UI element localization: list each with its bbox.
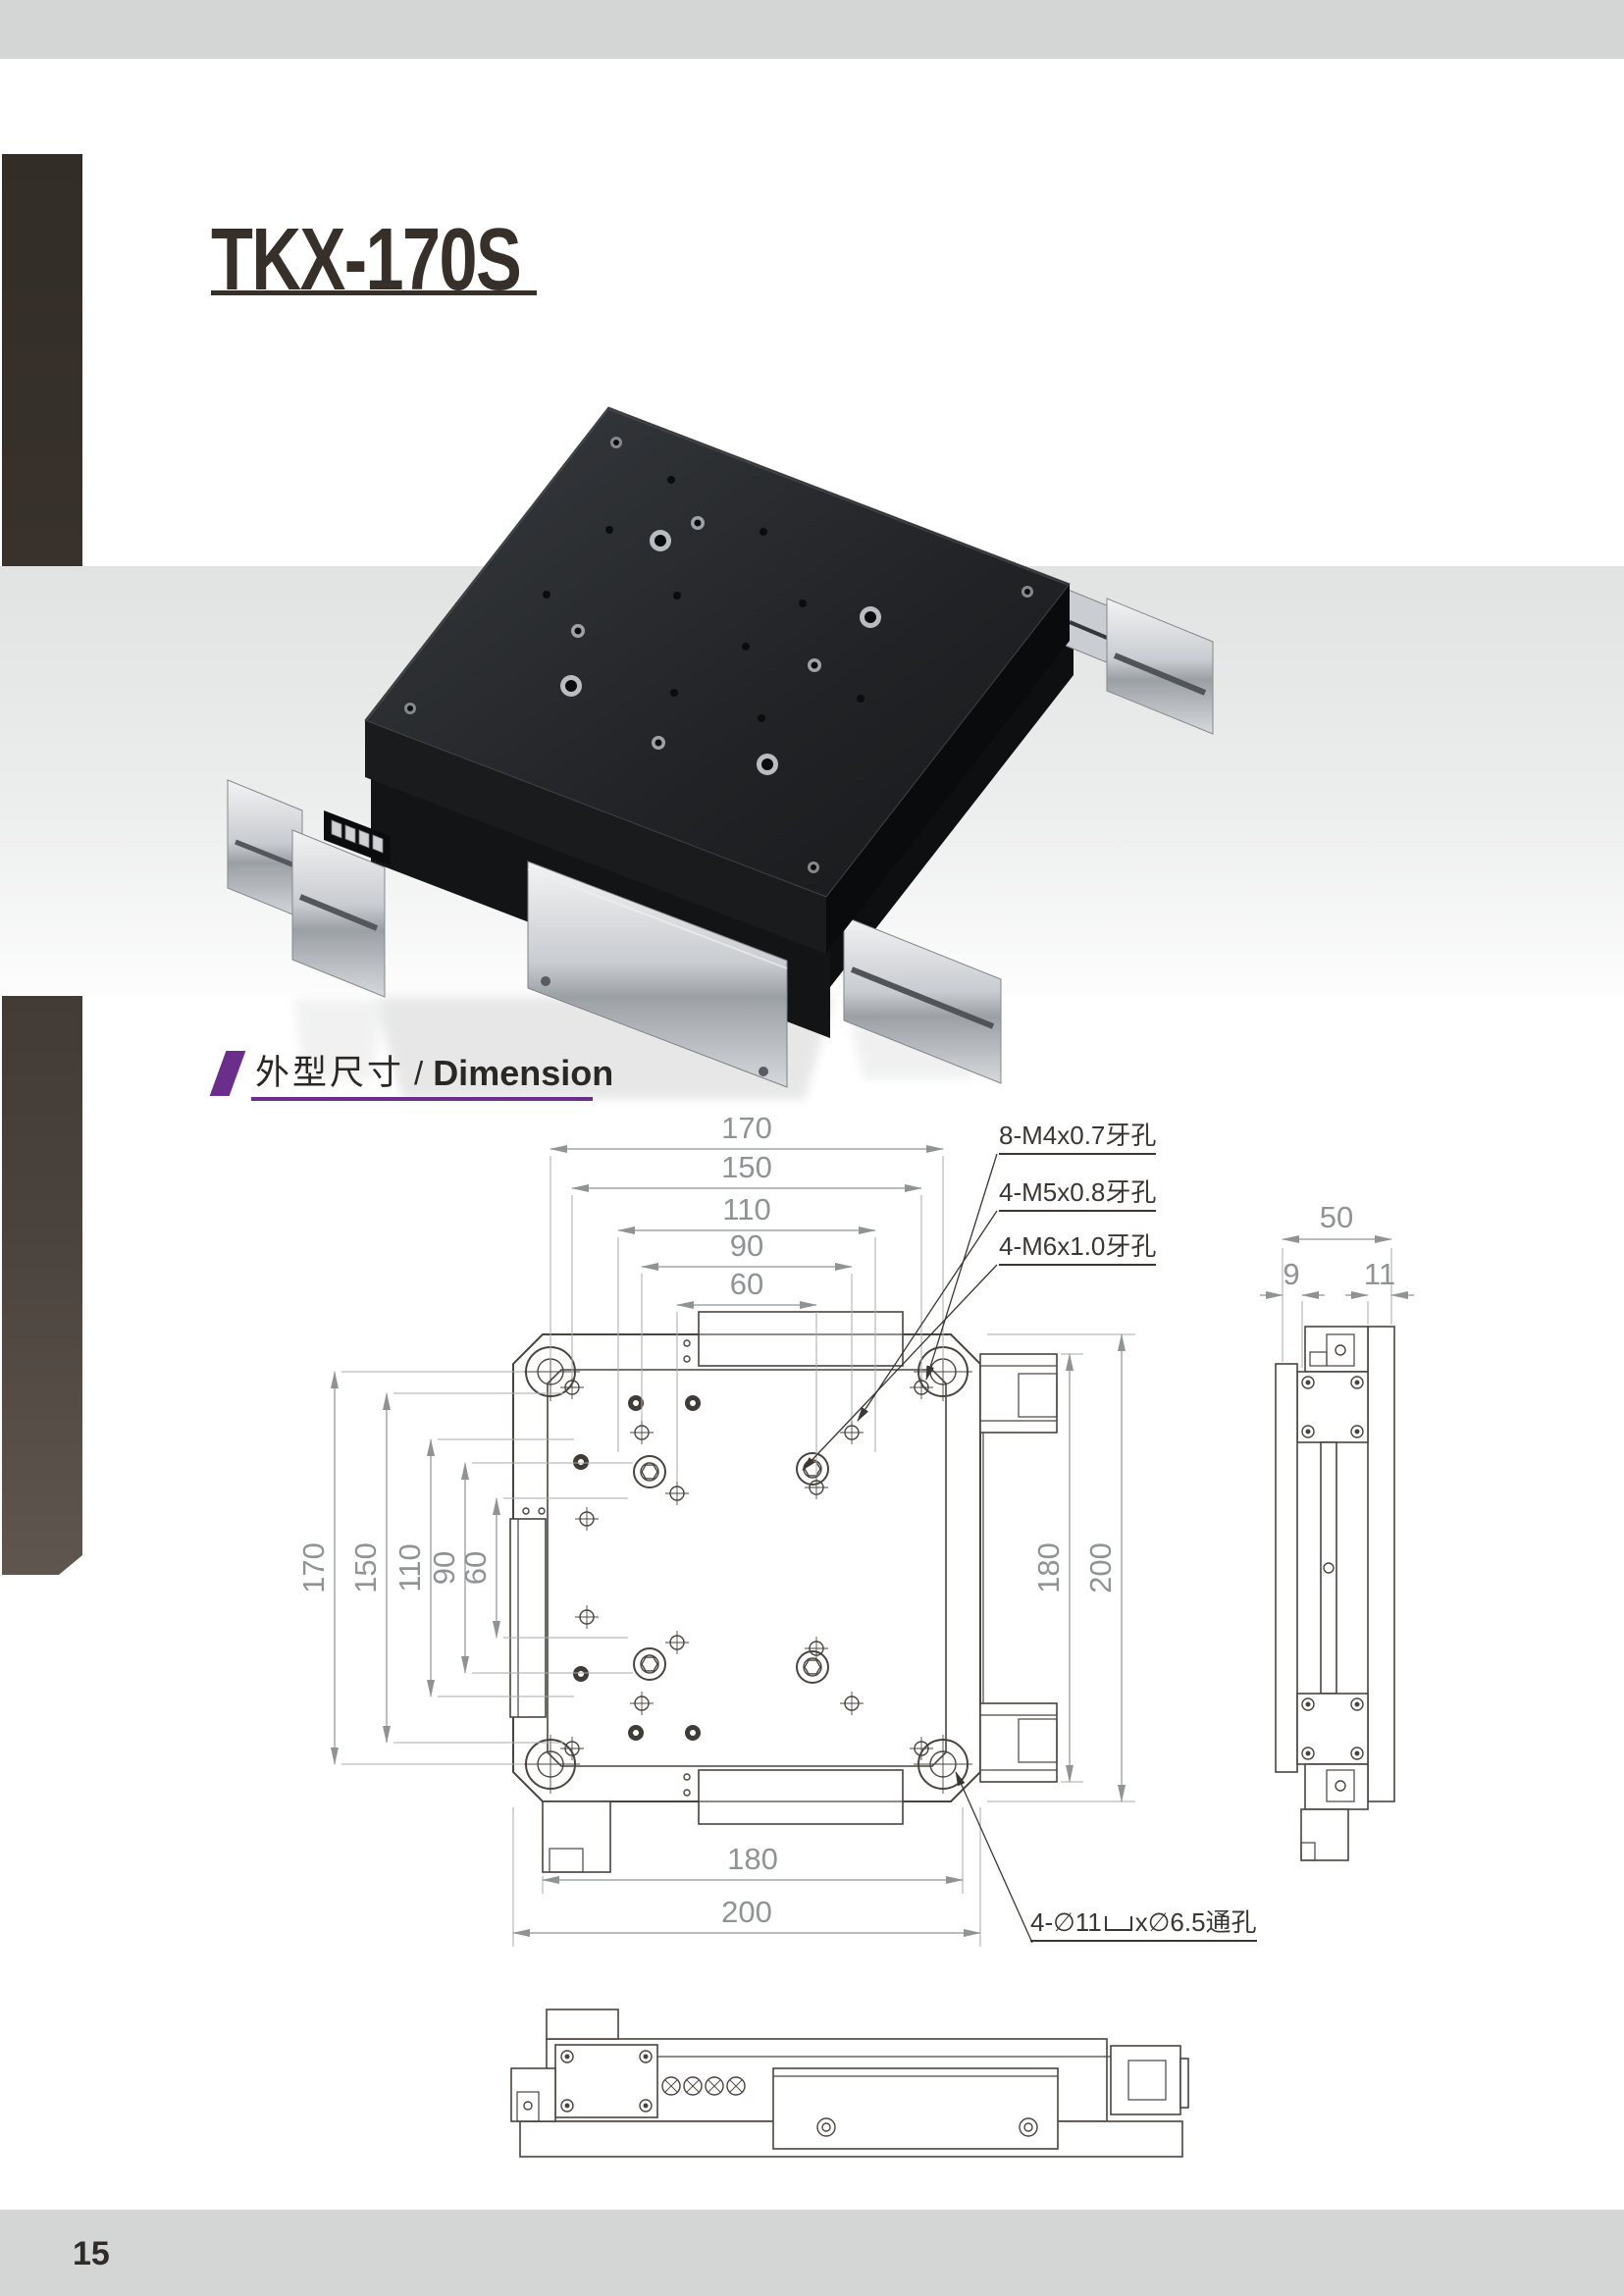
section-underline bbox=[251, 1097, 593, 1101]
section-header: 外型尺寸 / Dimension bbox=[209, 1051, 614, 1096]
title-underline bbox=[211, 290, 537, 295]
section-title-zh: 外型尺寸 bbox=[255, 1054, 405, 1092]
linear-stage-product bbox=[227, 406, 1214, 1088]
callout-counterbore-suffix: x∅6.5通孔 bbox=[1134, 1907, 1257, 1937]
dimension-labels: 170 150 110 90 60 170 150 110 90 60 180 … bbox=[296, 1111, 1395, 1929]
dim-label: 170 bbox=[296, 1542, 331, 1593]
dim-label: 90 bbox=[427, 1551, 461, 1585]
dim-label: 180 bbox=[1031, 1542, 1066, 1593]
dim-label: 60 bbox=[730, 1267, 763, 1301]
counterbore-icon bbox=[1104, 1916, 1132, 1931]
callout-counterbore: 4-∅11 x∅6.5通孔 bbox=[1030, 1907, 1257, 1942]
dim-label: 170 bbox=[721, 1111, 772, 1145]
section-divider: / bbox=[414, 1055, 424, 1091]
front-view bbox=[510, 2009, 1189, 2158]
page-number: 15 bbox=[73, 2235, 110, 2272]
dim-label: 150 bbox=[348, 1542, 383, 1593]
extension-lines bbox=[341, 1156, 1392, 1947]
dim-label: 90 bbox=[730, 1228, 763, 1263]
callout-m6: 4-M6x1.0牙孔 bbox=[999, 1231, 1157, 1266]
dim-label: 110 bbox=[722, 1192, 770, 1226]
footer-bar bbox=[0, 2210, 1624, 2296]
dim-label: 9 bbox=[1283, 1257, 1299, 1291]
section-title-en: Dimension bbox=[433, 1053, 614, 1093]
dim-label: 150 bbox=[721, 1150, 772, 1184]
dim-label: 200 bbox=[1083, 1542, 1118, 1593]
product-render bbox=[0, 406, 1624, 1099]
dim-label: 60 bbox=[458, 1551, 493, 1585]
dim-label: 110 bbox=[393, 1543, 427, 1592]
callout-leaders bbox=[802, 1153, 1033, 1944]
callout-m4: 8-M4x0.7牙孔 bbox=[999, 1121, 1157, 1155]
dimension-drawing: 170 150 110 90 60 170 150 110 90 60 180 … bbox=[296, 1111, 1414, 2158]
dim-label: 180 bbox=[727, 1842, 778, 1876]
dim-label: 200 bbox=[721, 1895, 772, 1929]
callout-m5: 4-M5x0.8牙孔 bbox=[999, 1177, 1157, 1212]
side-view bbox=[1275, 1326, 1395, 1861]
plate-holes bbox=[404, 437, 1033, 873]
callout-counterbore-prefix: 4-∅11 bbox=[1030, 1907, 1102, 1937]
top-bar bbox=[0, 0, 1624, 59]
dimension-lines bbox=[331, 1145, 1414, 1937]
plan-view bbox=[509, 1311, 1058, 1873]
dim-label: 50 bbox=[1320, 1200, 1353, 1234]
page-title: TKX-170S bbox=[211, 211, 522, 309]
dim-label: 11 bbox=[1364, 1257, 1395, 1291]
